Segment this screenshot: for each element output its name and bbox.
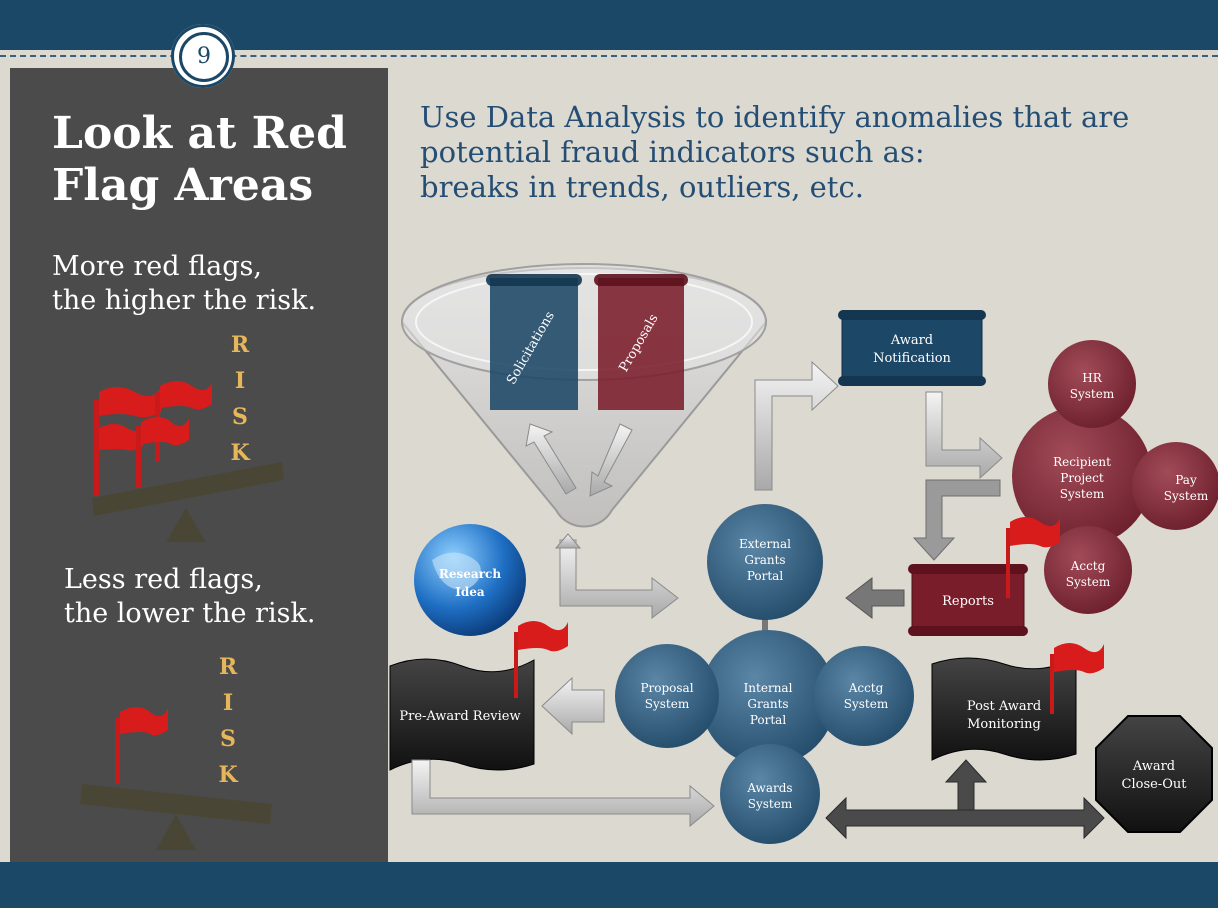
bottom-band [0, 862, 1218, 908]
reports-box: Reports [908, 564, 1028, 636]
risk-letter: K [230, 440, 250, 466]
pre-award-review-label: Pre-Award Review [399, 709, 520, 724]
seesaw-low-risk: R I S K [80, 654, 272, 850]
proposals-scroll: Proposals [594, 274, 688, 410]
post-award-monitoring-banner: Post Award Monitoring [931, 657, 1077, 761]
proposal-system-line1: Proposal [640, 681, 693, 695]
risk-letter: K [218, 762, 238, 788]
red-flag-icon [136, 417, 189, 488]
headline: Use Data Analysis to identify anomalies … [420, 100, 1130, 204]
hr-system [1048, 340, 1136, 428]
solicitations-scroll: Solicitations [486, 274, 582, 410]
proposal-system [615, 644, 719, 748]
external-grants-portal: External Grants Portal [707, 504, 823, 636]
arrow-left-icon [541, 676, 605, 736]
seesaw-high-risk: R I S K [92, 332, 284, 542]
top-dashed-line [0, 55, 1218, 57]
reports-label: Reports [942, 594, 994, 609]
less-flags-text: Less red flags, the lower the risk. [64, 564, 316, 629]
red-flag-icon [1050, 643, 1104, 714]
hr-label-line2: System [1070, 387, 1115, 401]
hr-label-line1: HR [1082, 371, 1102, 385]
double-arrow-icon [825, 796, 1105, 840]
post-award-line1: Post Award [967, 699, 1041, 714]
recipient-label-line1: Recipient [1053, 455, 1111, 469]
seesaw-fulcrum [166, 508, 206, 542]
internal-portal-line2: Grants [747, 697, 788, 711]
award-notification-line1: Award [890, 333, 933, 348]
external-portal-line2: Grants [744, 553, 785, 567]
awards-system-line2: System [748, 797, 793, 811]
arrow-up-icon [554, 533, 582, 549]
acctg-system-line2: System [844, 697, 889, 711]
risk-letter: I [223, 690, 233, 716]
arrow-up-icon [944, 759, 988, 811]
internal-grants-portal [700, 630, 836, 766]
recipient-project-system [1012, 406, 1152, 546]
recipient-cluster: Recipient Project System HR System Pay S… [1012, 340, 1218, 614]
risk-letter: R [231, 332, 250, 358]
external-portal-line1: External [739, 537, 791, 551]
internal-cluster: Internal Grants Portal Proposal System A… [615, 630, 914, 844]
recipient-label-line3: System [1060, 487, 1105, 501]
award-notification-box: Award Notification [838, 310, 986, 386]
connector-arrow-icon [754, 360, 839, 491]
pre-award-review-banner: Pre-Award Review [389, 658, 535, 771]
risk-letter: R [219, 654, 238, 680]
connector-arrow-icon [559, 539, 679, 620]
awards-system [720, 744, 820, 844]
risk-letter: S [232, 404, 248, 430]
arrow-up-icon [525, 423, 577, 495]
red-flag-icon [514, 621, 568, 698]
acctg-system-line1: Acctg [848, 681, 884, 695]
pay-label-line2: System [1164, 489, 1209, 503]
globe-label-line1: Research [439, 567, 501, 581]
recipient-acctg-system [1044, 526, 1132, 614]
arrow-down-icon [589, 423, 633, 497]
sidebar-panel [10, 68, 388, 862]
external-portal-line3: Portal [747, 569, 784, 583]
seesaw-beam [92, 462, 284, 516]
recipient-label-line2: Project [1060, 471, 1104, 485]
proposal-system-line2: System [645, 697, 690, 711]
awards-system-line1: Awards [746, 781, 792, 795]
risk-letter: I [235, 368, 245, 394]
globe-label-line2: Idea [455, 585, 485, 599]
sidebar-title: Look at Red Flag Areas [52, 108, 347, 211]
arrow-left-icon [845, 576, 905, 620]
funnel: Solicitations Proposals [400, 263, 768, 528]
close-out-line2: Close-Out [1122, 777, 1188, 792]
internal-portal-line1: Internal [744, 681, 793, 695]
internal-portal-line3: Portal [750, 713, 787, 727]
slide-number: 9 [179, 32, 229, 82]
seesaw-fulcrum [156, 814, 196, 850]
recipient-acctg-label-line1: Acctg [1070, 559, 1106, 573]
connector-arrow-icon [411, 759, 715, 828]
recipient-acctg-label-line2: System [1066, 575, 1111, 589]
pay-system [1132, 442, 1218, 530]
pay-label-line1: Pay [1175, 473, 1197, 487]
seesaw-beam [80, 784, 272, 824]
close-out-line1: Award [1132, 759, 1175, 774]
risk-letter: S [220, 726, 236, 752]
more-flags-text: More red flags, the higher the risk. [52, 251, 317, 316]
slide-number-badge: 9 [171, 24, 235, 88]
red-flag-icon [94, 424, 143, 494]
acctg-system [814, 646, 914, 746]
connector-arrow-icon [912, 479, 1001, 561]
research-idea-globe: Research Idea [414, 524, 526, 636]
red-flag-icon [1006, 517, 1060, 598]
connector-arrow-icon [925, 391, 1003, 480]
award-notification-line2: Notification [873, 351, 951, 366]
post-award-line2: Monitoring [967, 717, 1041, 732]
red-flag-icon [115, 707, 168, 784]
award-close-out: Award Close-Out [1095, 715, 1213, 833]
